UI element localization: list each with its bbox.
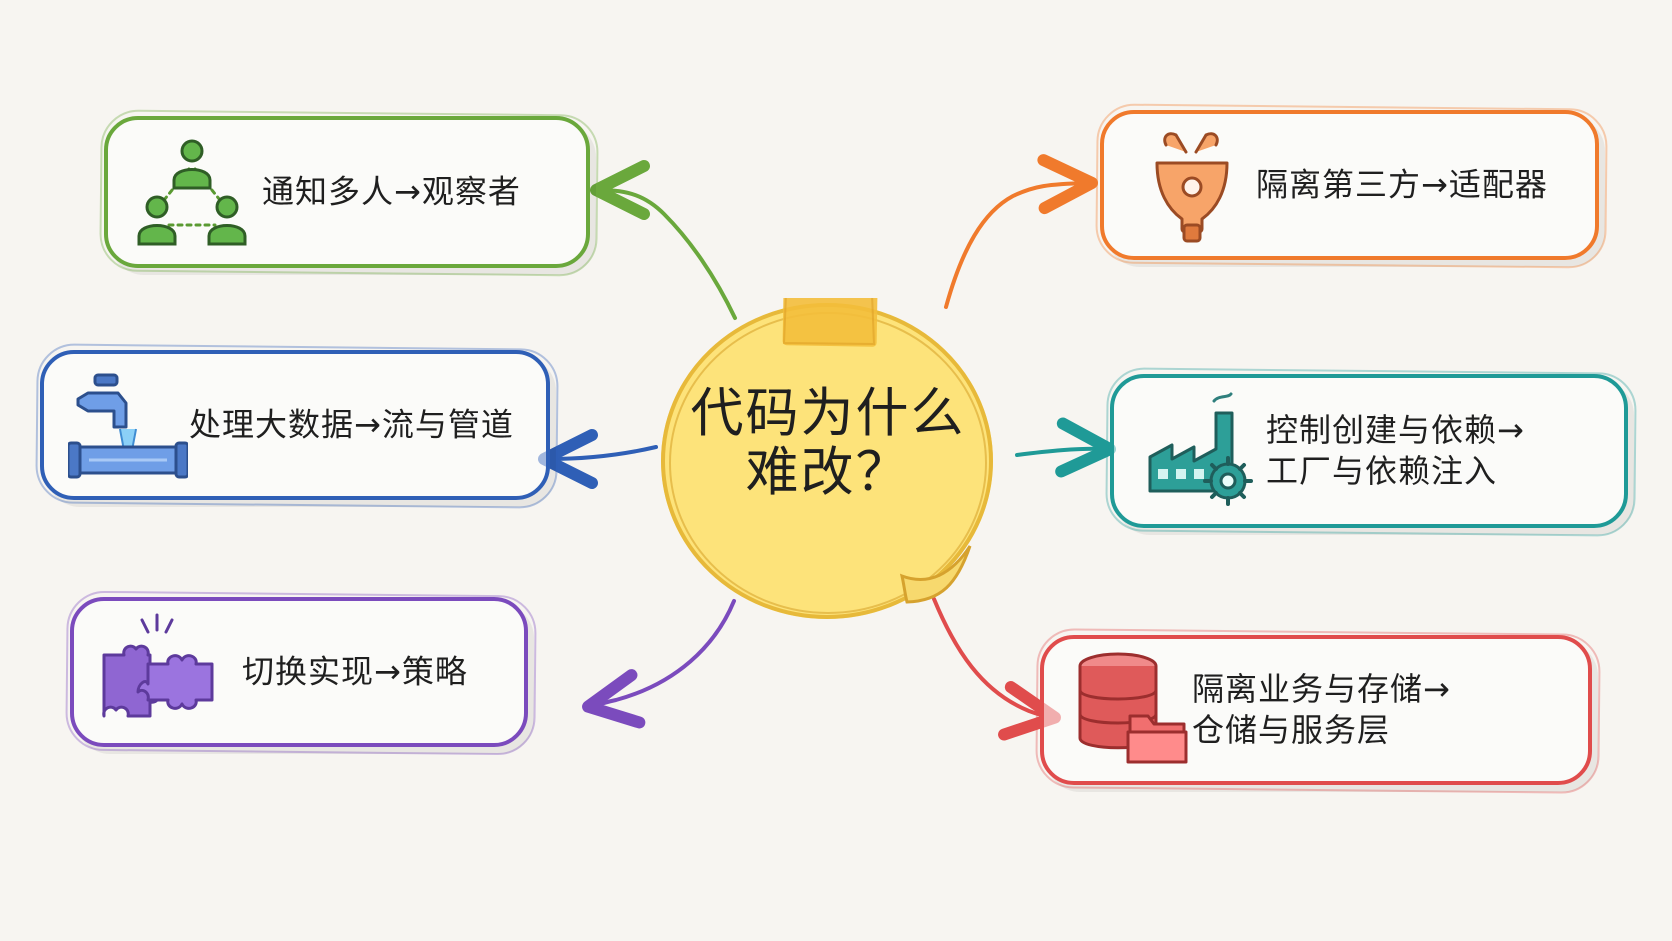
connector-stream [538, 428, 658, 489]
plug-icon [1132, 125, 1252, 245]
factory-gear-icon [1140, 391, 1260, 511]
node-repository-text-line-2: 仓储与服务层 [1192, 711, 1391, 749]
node-observer: 通知多人→观察者 [104, 116, 590, 268]
node-strategy-text: 切换实现→策略 [242, 652, 468, 691]
node-observer-text: 通知多人→观察者 [262, 172, 521, 211]
node-factory: 控制创建与依赖→ 工厂与依赖注入 [1110, 374, 1628, 528]
connector-observer [590, 160, 737, 320]
center-title-line-1: 代码为什么 [690, 383, 966, 444]
database-folder-icon [1072, 650, 1192, 770]
node-repository-text: 隔离业务与存储→ 仓储与服务层 [1192, 669, 1451, 751]
connector-adapter [944, 154, 1098, 309]
node-adapter: 隔离第三方→适配器 [1100, 110, 1599, 260]
connector-factory [1015, 417, 1116, 478]
node-repository-text-line-1: 隔离业务与存储→ [1192, 670, 1451, 709]
node-repository: 隔离业务与存储→ 仓储与服务层 [1040, 635, 1592, 785]
node-stream: 处理大数据→流与管道 [40, 350, 550, 500]
connector-strategy [582, 599, 736, 729]
node-factory-text-line-2: 工厂与依赖注入 [1266, 452, 1498, 490]
central-topic: 代码为什么 难改？ [655, 298, 1001, 624]
faucet-pipe-icon [66, 365, 190, 485]
node-strategy: 切换实现→策略 [70, 597, 528, 747]
node-factory-text: 控制创建与依赖→ 工厂与依赖注入 [1266, 410, 1525, 492]
people-network-icon [132, 132, 252, 252]
node-adapter-text: 隔离第三方→适配器 [1256, 165, 1548, 204]
puzzle-pieces-icon [98, 612, 218, 732]
node-factory-text-line-1: 控制创建与依赖→ [1266, 411, 1525, 450]
sticky-note-circle [661, 298, 993, 619]
node-stream-text: 处理大数据→流与管道 [189, 405, 514, 444]
center-title: 代码为什么 难改？ [655, 384, 1001, 503]
center-title-line-2: 难改？ [745, 442, 911, 504]
